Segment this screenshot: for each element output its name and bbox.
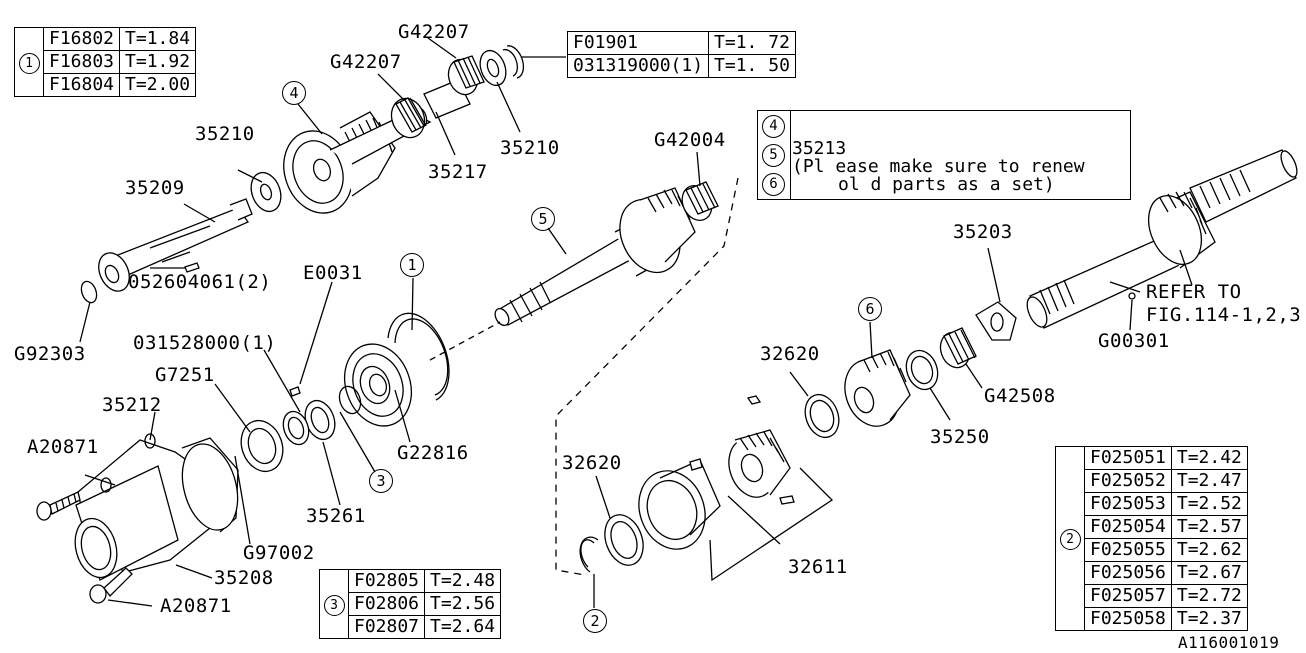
label-35250: 35250 xyxy=(930,426,990,448)
table-row-thickness: T=2.37 xyxy=(1170,607,1248,631)
label-35261: 35261 xyxy=(306,505,366,527)
note-index-4: 4 xyxy=(762,115,785,138)
table-row-part: F16802 xyxy=(42,27,121,51)
callout-6: 6 xyxy=(858,297,882,321)
label-g42004: G42004 xyxy=(654,129,726,151)
shim-table-1: 1 F16802 T=1.84 F16803 T=1.92 F16804 T=2… xyxy=(14,27,197,97)
snap-ring-table: F01901 T=1. 72 031319000(1) T=1. 50 xyxy=(566,31,796,78)
figure-code: A116001019 xyxy=(1178,633,1280,652)
label-35209: 35209 xyxy=(125,177,185,199)
table-row-part: F025052 xyxy=(1084,469,1172,493)
label-e0031: E0031 xyxy=(303,262,363,284)
label-35210-left: 35210 xyxy=(195,123,255,145)
note-line-1: (Pl ease make sure to renew xyxy=(792,156,1085,177)
label-g92303: G92303 xyxy=(14,343,86,365)
note-index-5: 5 xyxy=(762,144,785,167)
callout-1: 1 xyxy=(400,253,424,277)
table-1-index: 1 xyxy=(14,27,44,97)
label-32611: 32611 xyxy=(788,556,848,578)
label-g42207-upper: G42207 xyxy=(398,21,470,43)
shim-table-3: 3 F02805 T=2.48 F02806 T=2.56 F02807 T=2… xyxy=(319,569,502,639)
table-3-index: 3 xyxy=(319,569,349,639)
table-row-part: F025058 xyxy=(1084,607,1172,631)
table-row-thickness: T=2.47 xyxy=(1170,469,1248,493)
label-35210-right: 35210 xyxy=(500,137,560,159)
table-row-part: F02807 xyxy=(347,615,426,639)
dashed-axis xyxy=(429,321,501,361)
housing-assembly xyxy=(36,277,450,607)
table-row-part: F16803 xyxy=(42,50,121,74)
table-row-part: F02805 xyxy=(347,569,426,593)
callout-5: 5 xyxy=(531,207,555,231)
label-35203: 35203 xyxy=(953,221,1013,243)
dashed-link xyxy=(555,177,739,576)
note-line-2: ol d parts as a set) xyxy=(838,174,1055,195)
upper-shaft-assembly xyxy=(79,37,566,343)
label-refer-to: REFER TO xyxy=(1146,281,1242,303)
note-part: 35213 xyxy=(792,138,847,159)
note-index-6: 6 xyxy=(762,173,785,196)
table-row-part: F01901 xyxy=(566,31,710,55)
note-index-column: 4 5 6 xyxy=(758,111,791,199)
table-row-thickness: T=2.72 xyxy=(1170,584,1248,608)
synchro-assembly xyxy=(579,247,1017,608)
main-shaft-assembly xyxy=(494,151,719,327)
table-row-part: F025054 xyxy=(1084,515,1172,539)
label-g22816: G22816 xyxy=(397,442,469,464)
label-g42508: G42508 xyxy=(984,385,1056,407)
table-row-part: F02806 xyxy=(347,592,426,616)
label-g97002: G97002 xyxy=(243,542,315,564)
callout-3: 3 xyxy=(369,469,393,493)
table-2-index: 2 xyxy=(1055,446,1085,631)
table-row-thickness: T=2.67 xyxy=(1170,561,1248,585)
table-row-thickness: T=2.64 xyxy=(424,615,502,639)
input-shaft-assembly xyxy=(1026,149,1298,331)
label-031528000: 031528000(1) xyxy=(133,332,277,354)
table-row-thickness: T=2.57 xyxy=(1170,515,1248,539)
renew-note-box: 4 5 6 35213 (Pl ease make sure to renew … xyxy=(757,110,1131,200)
table-row-thickness: T=1. 72 xyxy=(708,31,796,55)
callout-2: 2 xyxy=(583,609,607,633)
label-a20871-upper: A20871 xyxy=(27,436,99,458)
table-row-thickness: T=2.42 xyxy=(1170,446,1248,470)
label-g42207-lower: G42207 xyxy=(330,51,402,73)
label-g00301: G00301 xyxy=(1098,330,1170,352)
label-35217: 35217 xyxy=(428,161,488,183)
table-row-thickness: T=2.62 xyxy=(1170,538,1248,562)
table-row-thickness: T=1.84 xyxy=(119,27,197,51)
table-row-part: F025055 xyxy=(1084,538,1172,562)
table-row-thickness: T=2.56 xyxy=(424,592,502,616)
label-32620-upper: 32620 xyxy=(760,343,820,365)
label-g7251: G7251 xyxy=(155,364,215,386)
table-row-part: F025056 xyxy=(1084,561,1172,585)
table-row-thickness: T=2.00 xyxy=(119,73,197,97)
table-row-thickness: T=2.48 xyxy=(424,569,502,593)
table-row-part: F025053 xyxy=(1084,492,1172,516)
table-row-part: F025051 xyxy=(1084,446,1172,470)
table-row-thickness: T=1.92 xyxy=(119,50,197,74)
label-35212: 35212 xyxy=(102,394,162,416)
table-row-part: F025057 xyxy=(1084,584,1172,608)
label-32620-lower: 32620 xyxy=(562,452,622,474)
table-row-thickness: T=1. 50 xyxy=(708,54,796,78)
callout-4: 4 xyxy=(282,81,306,105)
table-row-part: F16804 xyxy=(42,73,121,97)
label-a20871-lower: A20871 xyxy=(160,595,232,617)
table-row-part: 031319000(1) xyxy=(566,54,710,78)
label-052604061: 052604061(2) xyxy=(128,271,272,293)
table-row-thickness: T=2.52 xyxy=(1170,492,1248,516)
label-fig-ref: FIG.114-1,2,3 xyxy=(1146,304,1302,326)
label-35208: 35208 xyxy=(214,567,274,589)
